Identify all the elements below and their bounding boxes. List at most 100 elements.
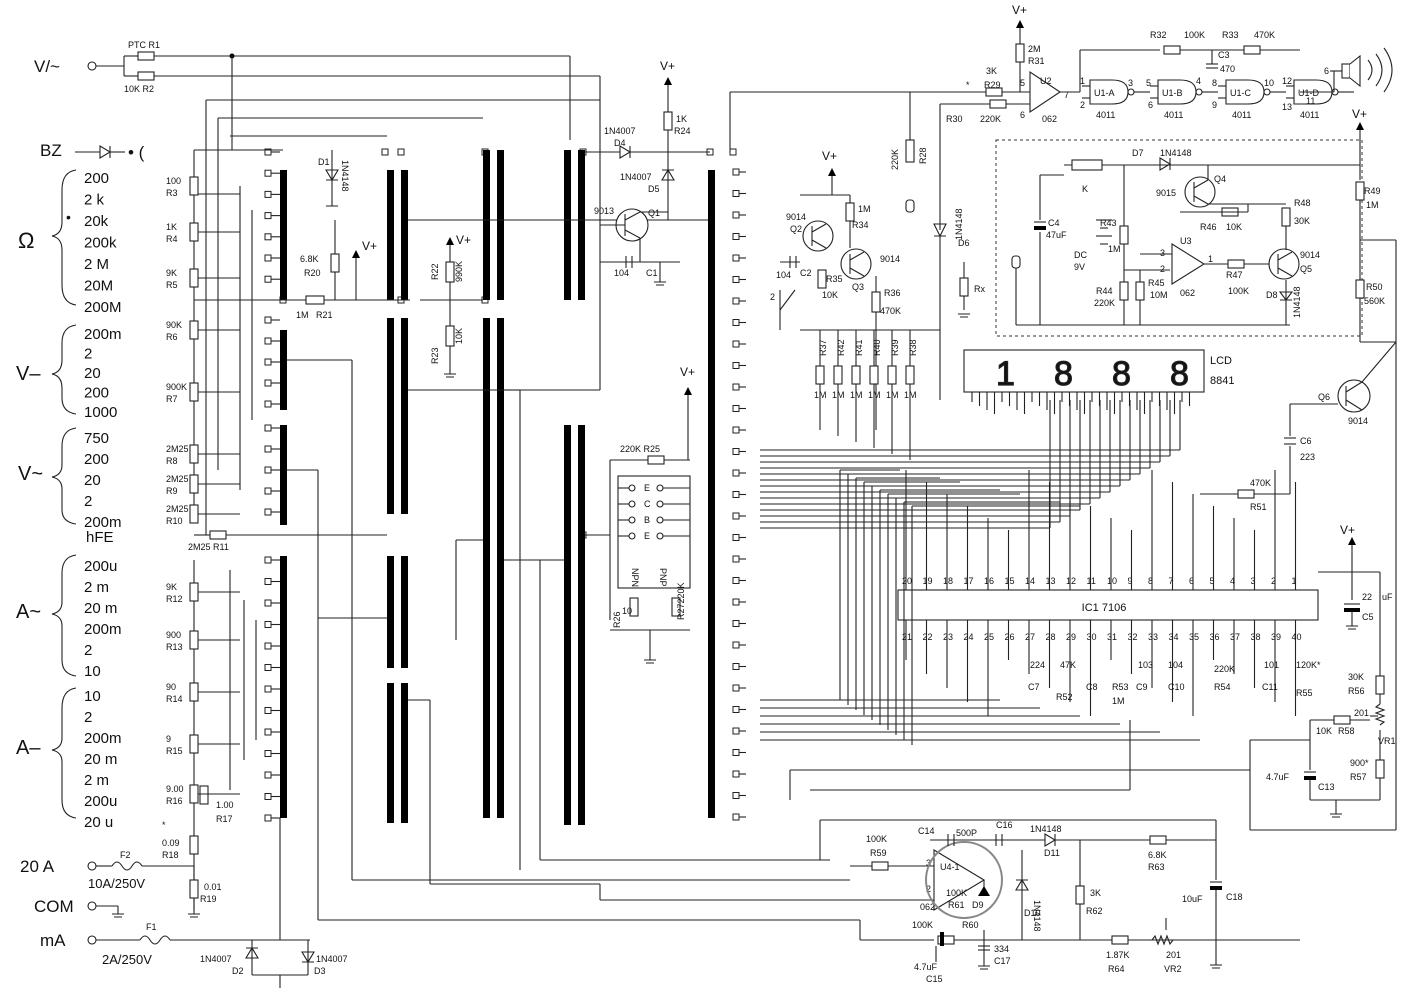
range-ohm-4[interactable]: 2 M xyxy=(84,256,109,273)
range-aac-1[interactable]: 2 m xyxy=(84,579,109,596)
range-vdc-4[interactable]: 1000 xyxy=(84,404,117,421)
svg-text:F2: F2 xyxy=(120,850,131,860)
range-aac-4[interactable]: 2 xyxy=(84,642,92,659)
svg-text:V+: V+ xyxy=(1352,107,1367,121)
range-aac-5[interactable]: 10 xyxy=(84,663,101,680)
transistor-socket[interactable] xyxy=(617,475,691,589)
range-adc-3[interactable]: 20 m xyxy=(84,751,117,768)
range-ohm-5[interactable]: 20M xyxy=(84,278,113,295)
range-adc-2[interactable]: 200m xyxy=(84,730,122,747)
range-aac-0[interactable]: 200u xyxy=(84,558,117,575)
range-adc-0[interactable]: 10 xyxy=(84,688,101,705)
switch-contact xyxy=(264,578,272,585)
range-ohm-3[interactable]: 200k xyxy=(84,235,117,252)
svg-text:10K: 10K xyxy=(822,290,838,300)
svg-text:1N4007: 1N4007 xyxy=(200,954,232,964)
switch-contact xyxy=(732,254,740,262)
svg-text:R38: R38 xyxy=(908,339,918,356)
range-aac-2[interactable]: 20 m xyxy=(84,600,117,617)
switch-contact xyxy=(732,405,740,412)
range-vdc-3[interactable]: 200 xyxy=(84,385,109,402)
resistor-r40 xyxy=(869,365,879,385)
range-ohm-6[interactable]: 200M xyxy=(84,299,122,316)
svg-text:C6: C6 xyxy=(1300,436,1312,446)
v-terminal[interactable] xyxy=(87,61,97,71)
svg-text:100K: 100K xyxy=(912,920,933,930)
svg-text:R17: R17 xyxy=(216,814,233,824)
resistor-r7 xyxy=(189,382,199,402)
reference-circuit: V+ 22 uF C5 30K R56 201 VR1 10K R58 900*… xyxy=(1249,523,1396,831)
switch-contact xyxy=(732,469,740,477)
range-ohm-0[interactable]: 200 xyxy=(84,170,109,187)
svg-text:4011: 4011 xyxy=(1096,110,1115,120)
diode-d11-icon xyxy=(1044,833,1057,847)
range-vac-2[interactable]: 20 xyxy=(84,472,101,489)
svg-text:1M: 1M xyxy=(858,204,871,214)
svg-text:2M: 2M xyxy=(1028,44,1041,54)
switch-contact xyxy=(264,728,272,736)
switch-contact xyxy=(732,792,740,799)
svg-text:23: 23 xyxy=(943,632,953,642)
diode-d10-icon xyxy=(1015,878,1029,891)
svg-text:201: 201 xyxy=(1354,708,1369,718)
range-aac-3[interactable]: 200m xyxy=(84,621,122,638)
svg-text:R19: R19 xyxy=(200,894,217,904)
r33-resistor xyxy=(1243,45,1261,55)
switch-contact xyxy=(732,620,740,627)
svg-text:900K: 900K xyxy=(166,382,187,392)
switch-contact xyxy=(732,813,740,821)
svg-text:2: 2 xyxy=(1080,100,1085,110)
com-terminal[interactable] xyxy=(87,901,97,911)
range-vdc-1[interactable]: 2 xyxy=(84,346,92,363)
switch-contact xyxy=(264,169,272,177)
vr1-potentiometer[interactable] xyxy=(1374,703,1386,726)
range-vac-4[interactable]: 200m xyxy=(84,514,122,531)
range-adc-5[interactable]: 200u xyxy=(84,793,117,810)
svg-text:1M: 1M xyxy=(1108,244,1121,254)
svg-text:U1-D: U1-D xyxy=(1298,88,1320,98)
svg-text:R64: R64 xyxy=(1108,964,1125,974)
range-vdc-0[interactable]: 200m xyxy=(84,326,122,343)
svg-text:500P: 500P xyxy=(956,828,977,838)
switch-contact xyxy=(264,621,272,628)
svg-text:D11: D11 xyxy=(1044,848,1060,858)
range-adc-1[interactable]: 2 xyxy=(84,709,92,726)
r32-resistor xyxy=(1163,45,1181,55)
vr2-potentiometer[interactable] xyxy=(1151,934,1174,946)
range-vac-0[interactable]: 750 xyxy=(84,430,109,447)
r27-resistor xyxy=(671,597,681,617)
svg-text:V+: V+ xyxy=(1012,3,1027,17)
svg-text:2M25: 2M25 xyxy=(166,444,189,454)
switch-contact xyxy=(264,793,272,800)
switch-contact xyxy=(732,512,740,520)
r1-resistor xyxy=(137,51,155,61)
svg-text:9014: 9014 xyxy=(1348,416,1368,426)
svg-text:2M25: 2M25 xyxy=(166,504,189,514)
range-adc-4[interactable]: 2 m xyxy=(84,772,109,789)
a20-terminal[interactable] xyxy=(87,861,97,871)
resistor-r42 xyxy=(833,365,843,385)
range-ohm-1[interactable]: 2 k xyxy=(84,192,105,209)
switch-contact xyxy=(732,426,740,434)
ma-terminal[interactable] xyxy=(87,935,97,945)
vac-group-label: V~ xyxy=(18,463,43,485)
switch-contact xyxy=(732,555,740,563)
switch-k[interactable] xyxy=(1071,159,1103,171)
svg-text:220K: 220K xyxy=(980,114,1001,124)
range-adc-6[interactable]: 20 u xyxy=(84,814,113,831)
svg-text:C13: C13 xyxy=(1318,782,1335,792)
svg-text:R7: R7 xyxy=(166,394,178,404)
svg-text:26: 26 xyxy=(1005,632,1015,642)
svg-text:R31: R31 xyxy=(1028,56,1045,66)
range-ohm-2[interactable]: 20k xyxy=(84,213,109,230)
range-vdc-2[interactable]: 20 xyxy=(84,365,101,382)
range-vac-3[interactable]: 2 xyxy=(84,493,92,510)
svg-text:5: 5 xyxy=(1210,576,1215,586)
svg-text:31: 31 xyxy=(1107,632,1117,642)
svg-text:1N4148: 1N4148 xyxy=(340,160,350,192)
aac-brace xyxy=(51,554,77,677)
range-vac-1[interactable]: 200 xyxy=(84,451,109,468)
switch-contact xyxy=(732,362,740,369)
svg-text:40: 40 xyxy=(1292,632,1302,642)
